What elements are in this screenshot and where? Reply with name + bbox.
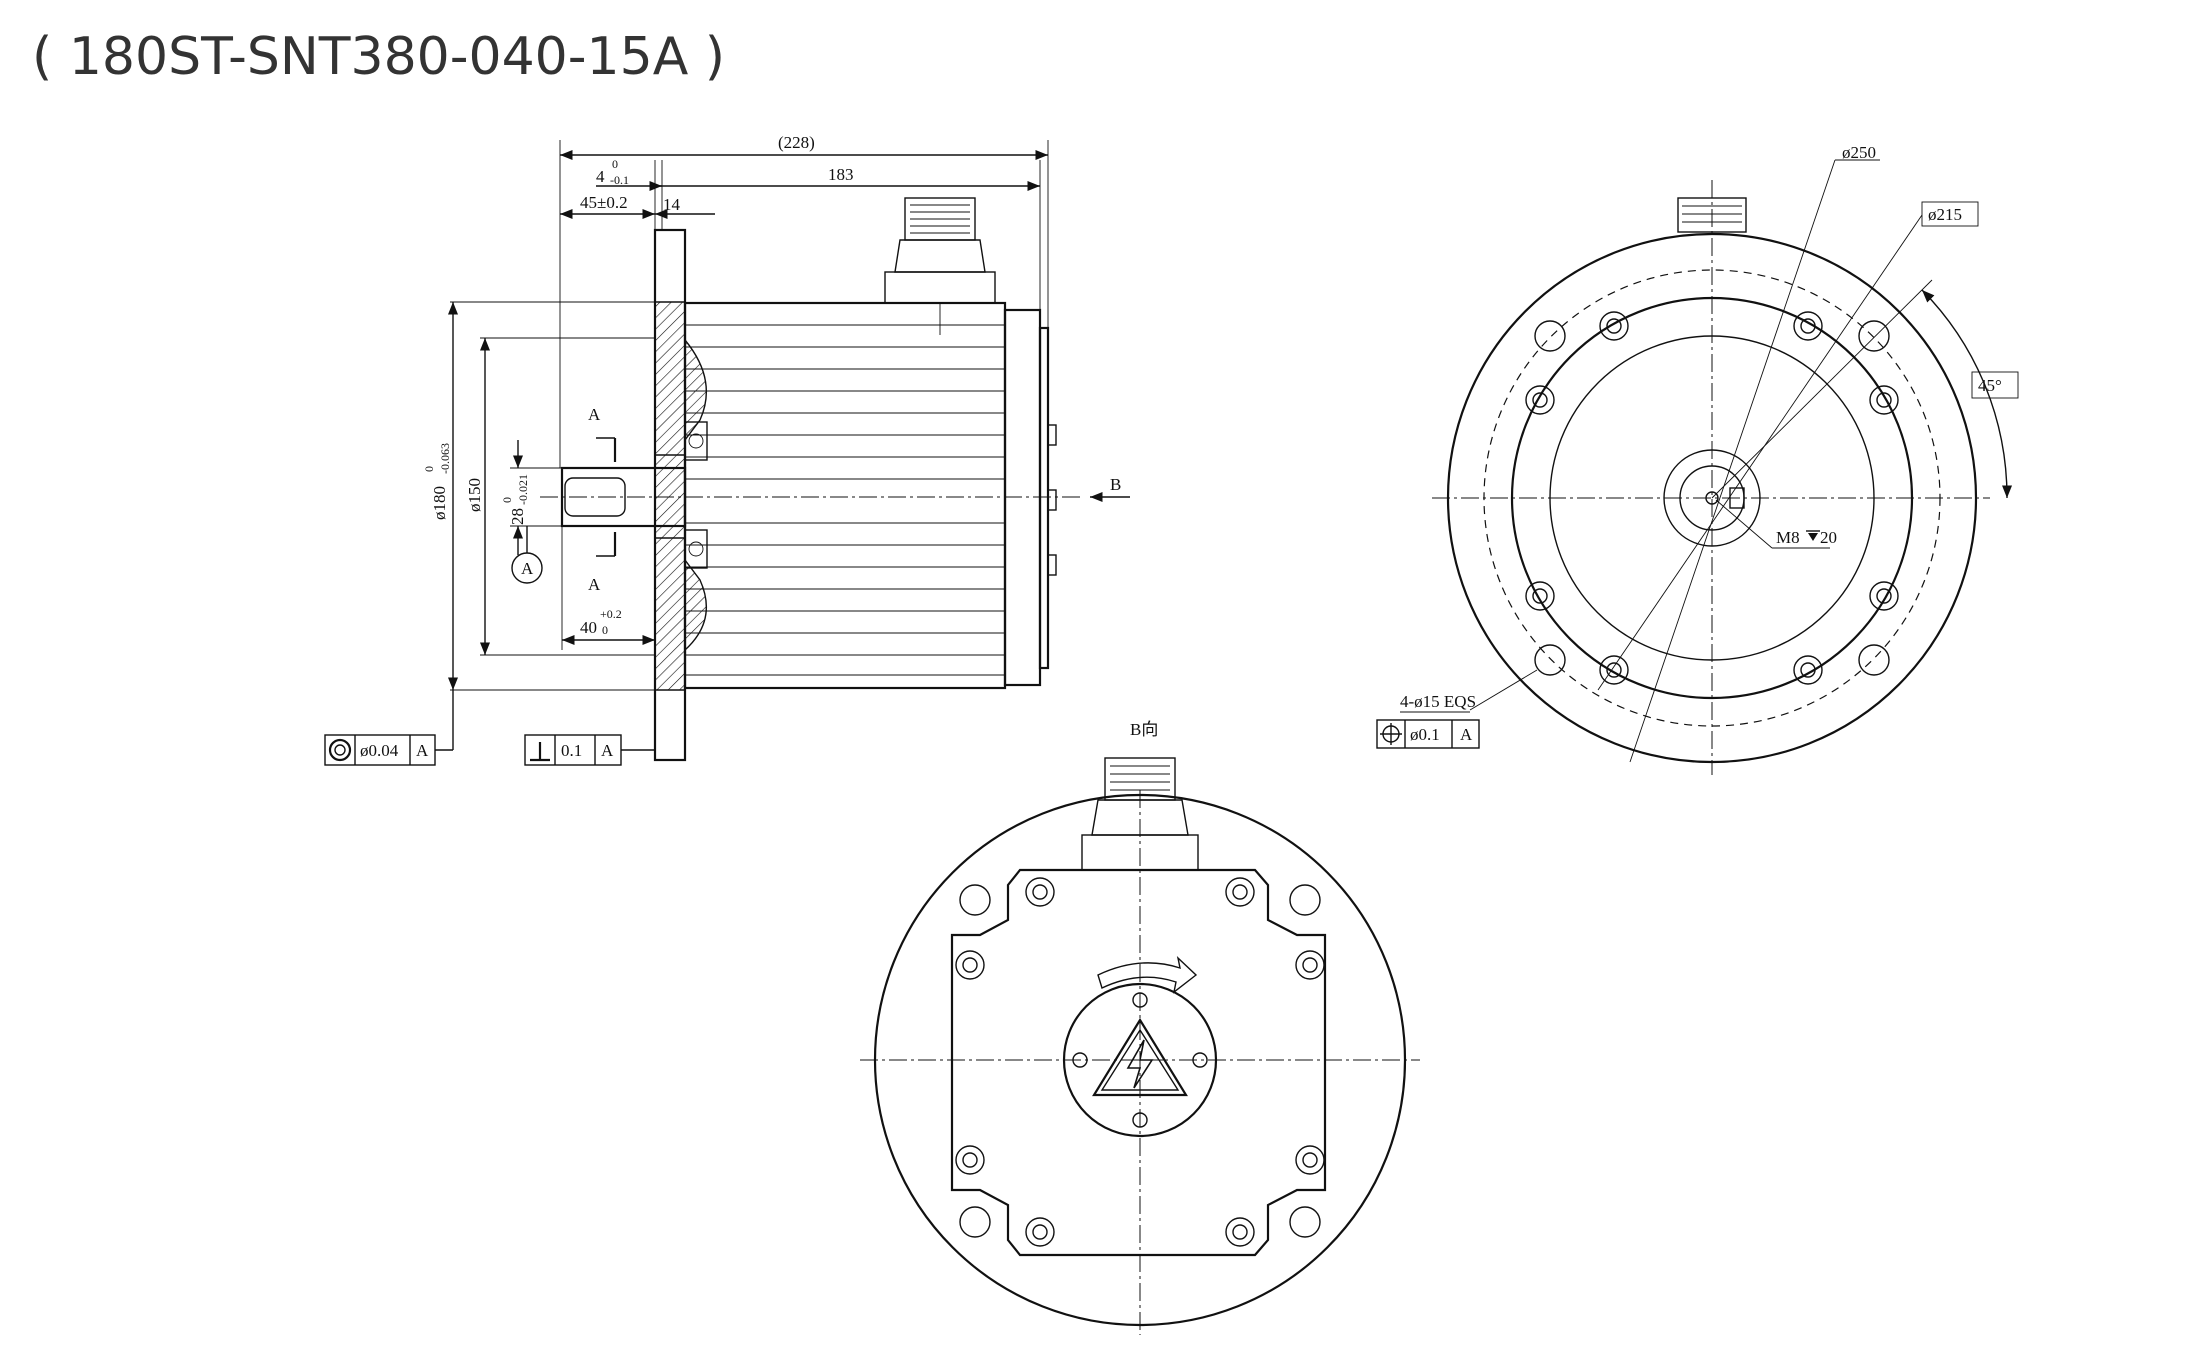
svg-text:-0.021: -0.021 xyxy=(516,474,530,505)
side-view: B A A A (228) 183 4 0 -0.1 45±0.2 14 xyxy=(324,133,1130,766)
dim-flange-to-face: 45±0.2 xyxy=(580,193,628,212)
dim-thread: M8 xyxy=(1776,528,1800,547)
body-bolts xyxy=(1525,311,1899,685)
svg-text:A: A xyxy=(601,741,614,760)
svg-text:0: 0 xyxy=(602,623,608,637)
dim-angle: 45° xyxy=(1978,376,2002,395)
position-tolerance-frame: ø0.1 A xyxy=(1376,719,1480,749)
rear-bolts xyxy=(955,877,1325,1247)
dim-shaft-pitch-diameter: ø150 xyxy=(465,478,484,512)
svg-text:0.1: 0.1 xyxy=(561,741,582,760)
rotation-arrow-icon xyxy=(1097,955,1198,994)
mounting-hole xyxy=(1534,644,1566,676)
high-voltage-warning-icon xyxy=(1092,1017,1188,1097)
dim-flange-offset: 4 xyxy=(596,167,605,186)
dim-holes: 4-ø15 EQS xyxy=(1400,692,1476,711)
svg-text:A: A xyxy=(416,741,429,760)
svg-text:0: 0 xyxy=(612,157,618,171)
cooling-fins xyxy=(685,324,1005,676)
rear-cover xyxy=(1038,326,1050,670)
svg-text:0: 0 xyxy=(500,497,514,503)
svg-text:-0.063: -0.063 xyxy=(438,443,452,474)
dim-pcd: ø215 xyxy=(1928,205,1962,224)
page-title: ( 180ST-SNT380-040-15A ) xyxy=(32,27,725,87)
svg-text:-0.1: -0.1 xyxy=(610,173,629,187)
svg-text:A: A xyxy=(1460,725,1473,744)
section-label-top: A xyxy=(588,405,601,424)
rear-view: B向 xyxy=(860,720,1420,1335)
svg-text:0: 0 xyxy=(422,466,436,472)
concentricity-frame: ø0.04 A xyxy=(324,690,454,766)
dim-overall-length: (228) xyxy=(778,133,815,152)
rear-plate xyxy=(950,868,1327,1257)
perpendicularity-frame: 0.1 A xyxy=(524,734,655,766)
dim-shaft-diameter: 28 xyxy=(508,508,527,525)
flange-section-hatch xyxy=(654,301,707,691)
mounting-hole xyxy=(1858,644,1890,676)
dim-shaft-length: 40 xyxy=(580,618,597,637)
svg-text:ø0.1: ø0.1 xyxy=(1410,725,1440,744)
svg-text:ø0.04: ø0.04 xyxy=(360,741,399,760)
dim-thread-depth: 20 xyxy=(1820,528,1837,547)
dim-outer-diameter: ø250 xyxy=(1842,143,1876,162)
dim-spigot-diameter: ø180 xyxy=(430,486,449,520)
view-arrow-label: B xyxy=(1110,475,1121,494)
svg-text:+0.2: +0.2 xyxy=(600,607,622,621)
rear-view-label: B向 xyxy=(1130,720,1158,739)
mounting-hole xyxy=(1534,320,1566,352)
mounting-hole xyxy=(1858,320,1890,352)
section-label-bottom: A xyxy=(588,575,601,594)
top-connector xyxy=(884,197,996,335)
motor-body xyxy=(683,301,1007,690)
rear-cover-circle xyxy=(1062,982,1218,1138)
dim-flange-thickness: 14 xyxy=(663,195,681,214)
dim-body-length: 183 xyxy=(828,165,854,184)
front-view: ø250 ø215 45° M8 20 4-ø15 EQS ø0.1 A xyxy=(1376,143,2019,775)
svg-text:A: A xyxy=(521,559,534,578)
